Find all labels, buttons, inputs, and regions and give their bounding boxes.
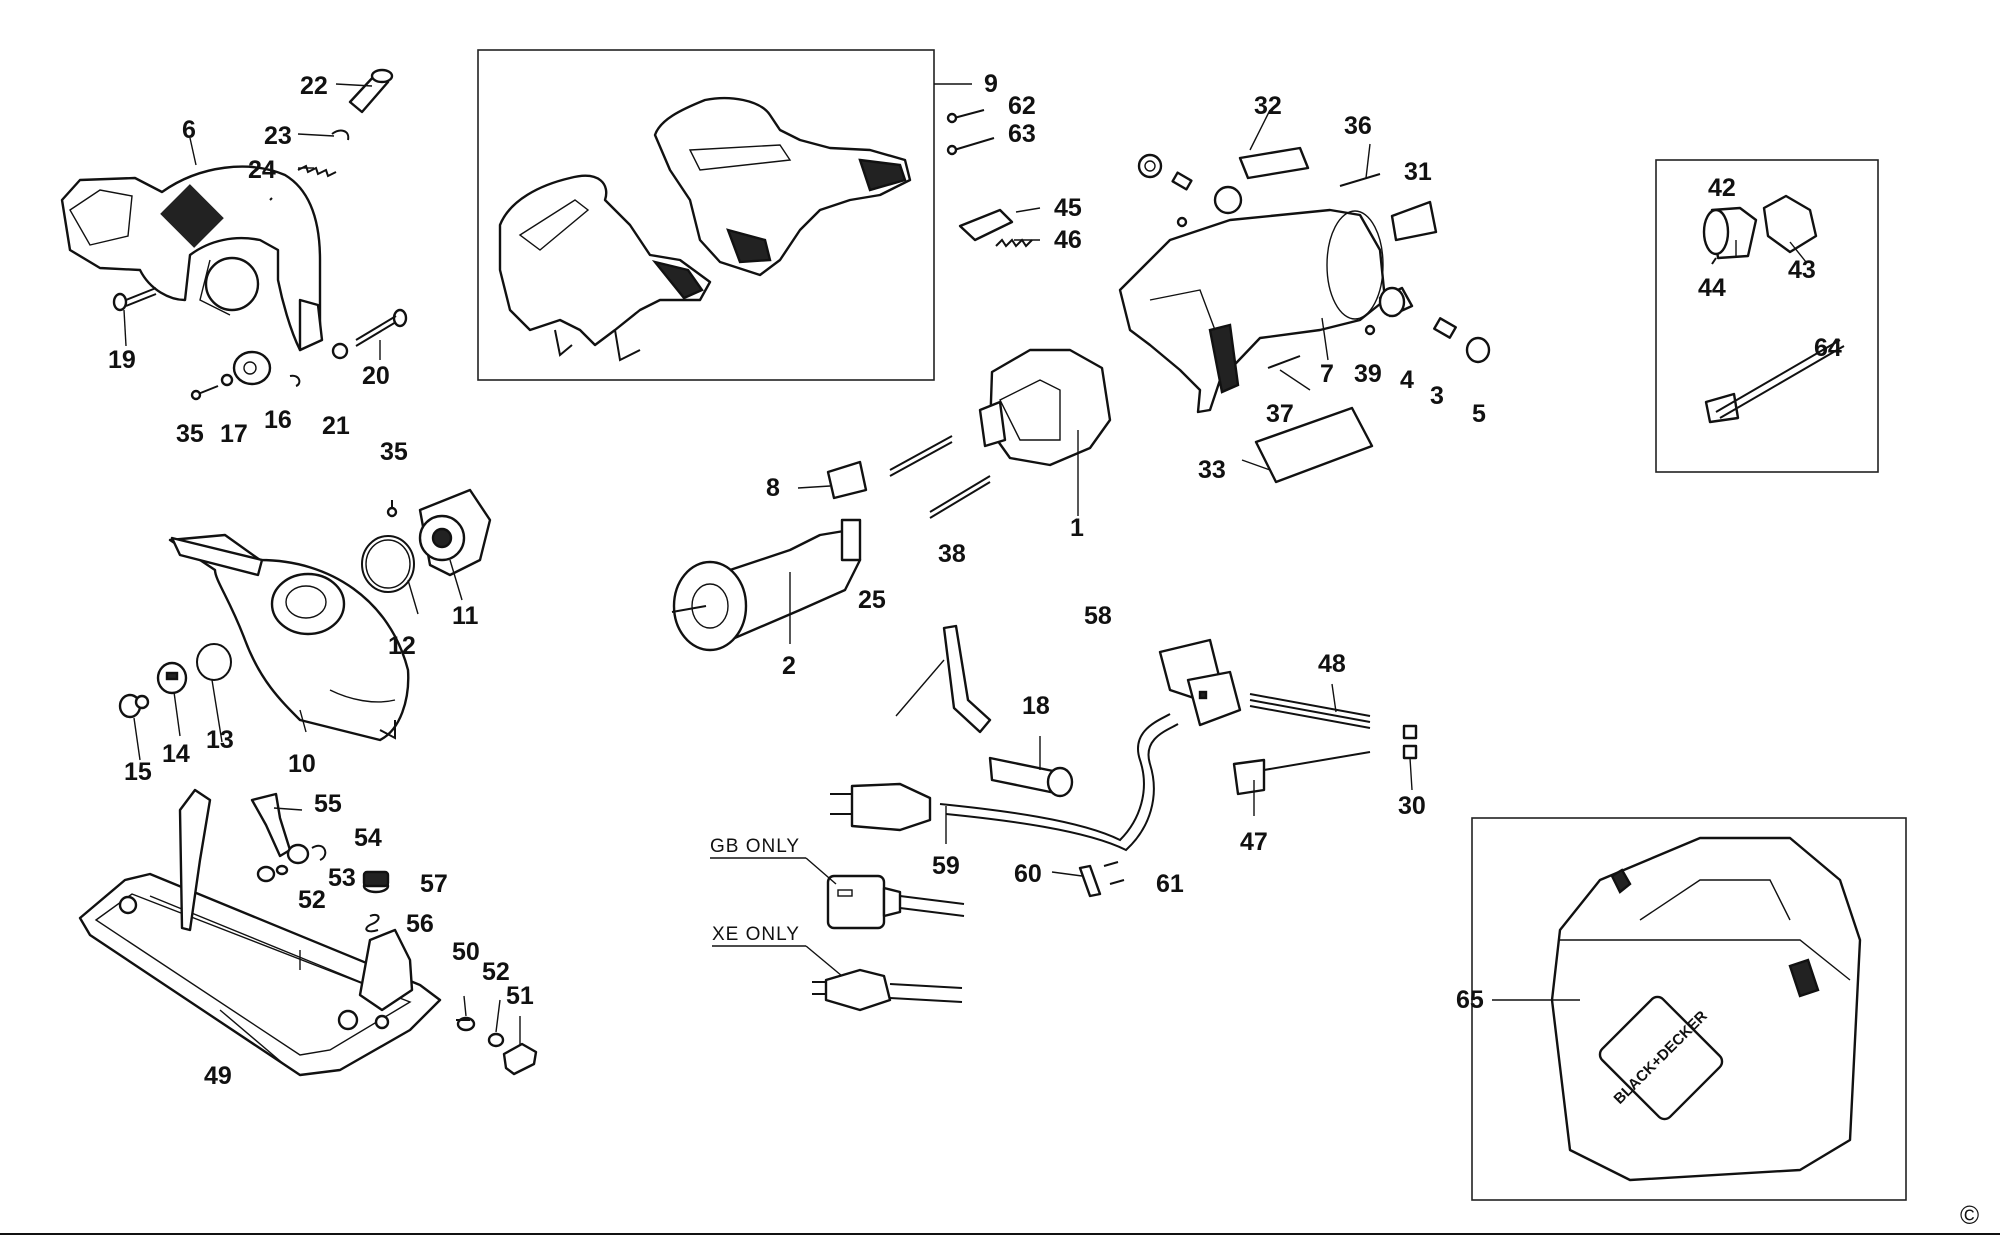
- power-cord: [830, 713, 1179, 852]
- part-label: 7: [1320, 360, 1334, 388]
- part-label: 38: [938, 540, 966, 568]
- part-label: 6: [182, 116, 196, 144]
- switch-leads-and-screws: [1232, 693, 1418, 796]
- part-label: 54: [354, 824, 382, 852]
- part-label: 13: [206, 726, 234, 754]
- base-plate: [78, 788, 442, 1077]
- kitbox-frame: [1471, 817, 1907, 1201]
- part-label: 22: [300, 72, 328, 100]
- part-label: 59: [932, 852, 960, 880]
- gb-only-label: GB ONLY: [710, 836, 800, 857]
- handle-halves: [498, 96, 912, 362]
- part-label: 4: [1400, 366, 1414, 394]
- part-label: 18: [1022, 692, 1050, 720]
- part-label: 52: [298, 886, 326, 914]
- copyright-mark: ©: [1960, 1200, 1979, 1230]
- pivot-pins: [112, 287, 408, 347]
- leader-lines: [123, 83, 1807, 1067]
- accessory-parts: [1702, 194, 1845, 424]
- part-label: 15: [124, 758, 152, 786]
- part-label: 14: [162, 740, 190, 768]
- part-label: 8: [766, 474, 780, 502]
- part-label: 19: [108, 346, 136, 374]
- part-label: 35: [176, 420, 204, 448]
- part-label: 53: [328, 864, 356, 892]
- part-label: 46: [1054, 226, 1082, 254]
- kitbox-brand-plate: [1598, 995, 1724, 1121]
- part-label: 20: [362, 362, 390, 390]
- part-label: 10: [288, 750, 316, 778]
- handle-box-frame: [477, 49, 935, 381]
- part-label: 48: [1318, 650, 1346, 678]
- armature: [671, 518, 862, 652]
- part-label: 33: [1198, 456, 1226, 484]
- handle-fasteners: [946, 109, 1033, 248]
- part-label: 36: [1344, 112, 1372, 140]
- bevel-lever-parts: [250, 792, 327, 883]
- guard-fasteners: [190, 350, 301, 401]
- part-label: 43: [1788, 256, 1816, 284]
- part-label: 63: [1008, 120, 1036, 148]
- part-label: 32: [1254, 92, 1282, 120]
- part-label: 55: [314, 790, 342, 818]
- part-label: 11: [452, 602, 479, 630]
- part-label: 3: [1430, 382, 1444, 410]
- brand-badge-guard: [160, 184, 224, 248]
- xe-only-label: XE ONLY: [712, 924, 800, 945]
- part-label: 30: [1398, 792, 1426, 820]
- spring-and-gear-housing: [361, 488, 492, 593]
- part-label: 1: [1070, 514, 1084, 542]
- depth-lock-parts: [456, 1016, 538, 1076]
- part-label: 57: [420, 870, 448, 898]
- motor-screws-and-clamp: [826, 435, 991, 519]
- part-label: 65: [1456, 986, 1484, 1014]
- cord-clamp-60-61: [1078, 861, 1125, 898]
- part-label: 47: [1240, 828, 1268, 856]
- part-label: 25: [858, 586, 886, 614]
- housing-screws-labels: [1238, 146, 1438, 484]
- plugs-gb-xe: [812, 874, 965, 1012]
- accessory-box-frame: [1655, 159, 1879, 473]
- brush-holders: [1137, 153, 1491, 364]
- part-label: 64: [1814, 334, 1842, 362]
- part-label: 16: [264, 406, 292, 434]
- lower-blade-guard: [168, 533, 410, 742]
- part-label: 45: [1054, 194, 1082, 222]
- field-coil: [978, 348, 1112, 467]
- part-label: 21: [322, 412, 350, 440]
- part-label: 52: [482, 958, 510, 986]
- motor-housing: [1118, 208, 1387, 414]
- strain-relief-18: [988, 756, 1074, 798]
- part-label: 60: [1014, 860, 1042, 888]
- blade-clamp-parts: [118, 643, 232, 719]
- part-label: 61: [1156, 870, 1184, 898]
- depth-knob-parts: [362, 870, 390, 933]
- part-label: 9: [984, 70, 998, 98]
- part-label: 23: [264, 122, 292, 150]
- part-label: 44: [1698, 274, 1726, 302]
- part-label: 5: [1472, 400, 1486, 428]
- part-label: 50: [452, 938, 480, 966]
- part-label: 24: [248, 156, 276, 184]
- part-label: 51: [506, 982, 534, 1010]
- switch: [1158, 638, 1242, 727]
- part-label: 58: [1084, 602, 1112, 630]
- part-label: 42: [1708, 174, 1736, 202]
- part-label: 62: [1008, 92, 1036, 120]
- part-label: 35: [380, 438, 408, 466]
- part-label: 17: [220, 420, 248, 448]
- part-label: 2: [782, 652, 796, 680]
- part-label: 37: [1266, 400, 1294, 428]
- knob-assembly: [297, 68, 394, 178]
- upper-blade-guard: [60, 165, 349, 360]
- kitbox: BLACK+DECKER: [1550, 836, 1862, 1182]
- part-labels: 1 2 3 4 5 6 7 8 9 10 11 12 13 14 15 16 1…: [108, 70, 1842, 1090]
- part-label: 56: [406, 910, 434, 938]
- part-label: 12: [388, 632, 416, 660]
- part-label: 39: [1354, 360, 1382, 388]
- hex-key: [942, 624, 992, 734]
- part-label: 31: [1404, 158, 1432, 186]
- part-label: 49: [204, 1062, 232, 1090]
